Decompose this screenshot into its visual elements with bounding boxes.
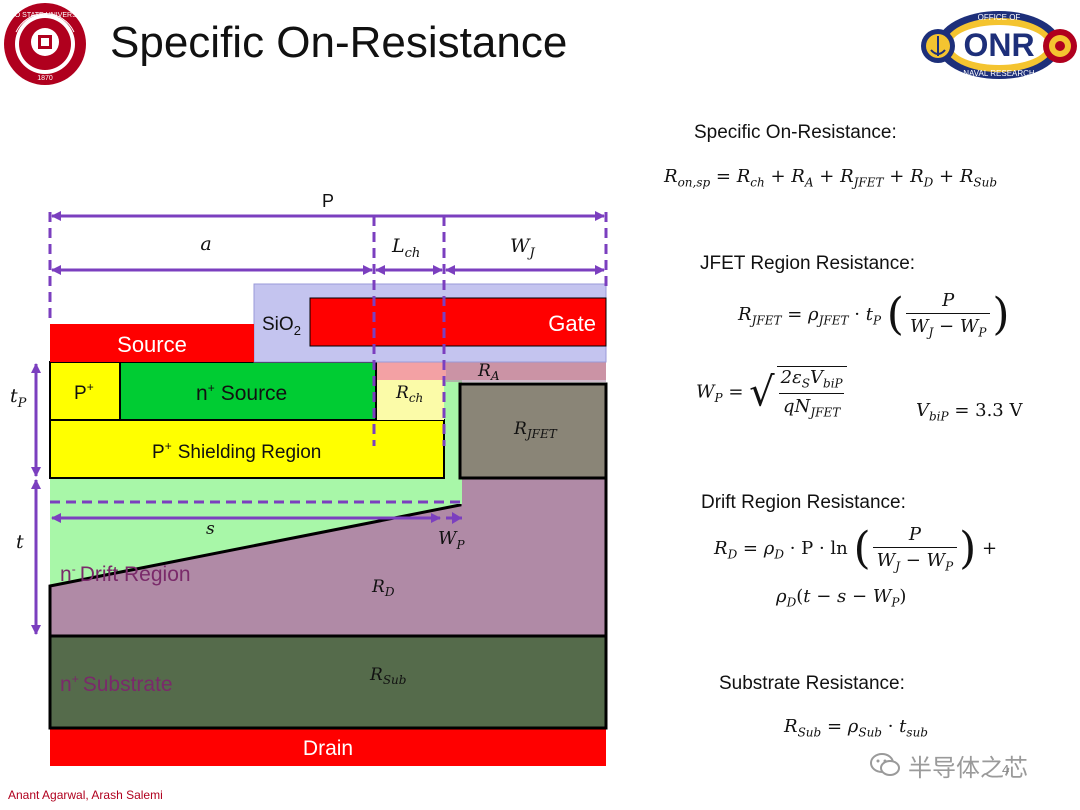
n-plus-prefix: n <box>196 382 208 405</box>
ohio-state-seal-icon: OHIO STATE UNIVERSITY 1870 <box>2 3 88 85</box>
svg-text:P+Shielding Region: P+ Shielding Region <box>152 439 321 463</box>
n-plus-source-region <box>119 361 377 421</box>
ra-label: R <box>477 361 491 381</box>
rd-label: R <box>371 577 385 597</box>
drain-layer <box>50 728 606 766</box>
page-number: 4 <box>1002 762 1010 777</box>
vbip-value: = 3.3 V <box>954 400 1023 421</box>
section-specific-on-resistance: Specific On-Resistance: <box>694 122 897 143</box>
svg-text:RD: RD <box>371 577 395 599</box>
shielding-region <box>49 419 445 479</box>
p-plus-sup: + <box>87 380 94 394</box>
mosfet-cross-section: P a Lch WJ tP t s WP Source SiO2 Gate P+… <box>10 191 608 766</box>
svg-text:Rch: Rch <box>395 383 423 405</box>
shielding-label: Shielding Region <box>178 442 322 463</box>
footer-authors: Anant Agarwal, Arash Salemi <box>8 788 163 802</box>
svg-text:RSub: RSub <box>369 665 406 687</box>
svg-text:n-Drift Region: n-Drift Region <box>60 562 191 586</box>
substrate-label: Substrate <box>83 673 173 696</box>
drift-prefix: n <box>60 563 72 586</box>
seal-year: 1870 <box>37 75 53 82</box>
drift-label: Drift Region <box>80 563 191 586</box>
dim-wp-label: W <box>438 528 458 549</box>
dim-s-label: s <box>206 519 215 539</box>
sio2-sub: 2 <box>294 323 301 338</box>
wechat-icon <box>870 753 900 776</box>
rd-sub: D <box>384 585 395 599</box>
onr-top-text: OFFICE OF <box>978 13 1021 22</box>
p-plus-region <box>49 361 121 421</box>
n-plus-source-label: Source <box>221 382 288 405</box>
rsub-label: R <box>369 665 383 685</box>
seal-text: OHIO STATE UNIVERSITY <box>2 12 88 19</box>
dim-wp-sub: P <box>456 538 466 552</box>
svg-text:Lch: Lch <box>391 235 420 261</box>
ra-strip-right <box>446 362 606 382</box>
svg-text:WP: WP <box>438 528 466 552</box>
eq-vbip: VbiP = 3.3 V <box>916 400 1023 424</box>
p-plus-label: P <box>74 383 87 404</box>
drain-label: Drain <box>303 737 353 760</box>
rch-label: R <box>395 383 409 403</box>
section-substrate-resistance: Substrate Resistance: <box>719 673 905 694</box>
onr-logo-icon: ONR OFFICE OF NAVAL RESEARCH <box>921 11 1077 79</box>
onr-bottom-text: NAVAL RESEARCH <box>963 69 1035 78</box>
rjfet-sub: JFET <box>524 427 558 441</box>
dim-a-label: a <box>200 233 211 255</box>
rsub-sub: Sub <box>383 673 407 687</box>
substrate-layer <box>48 634 608 730</box>
source-label: Source <box>117 332 187 357</box>
watermark: 半导体之芯 <box>870 748 1060 782</box>
svg-text:tP: tP <box>10 385 27 411</box>
drift-sup: - <box>72 562 76 576</box>
dim-t-label: t <box>16 531 24 553</box>
gate-label: Gate <box>548 311 596 336</box>
rch-sub: ch <box>409 391 423 405</box>
eq-ron-sp: Ron,sp = Rch + RA + RJFET + RD + RSub <box>664 166 998 190</box>
jfet-region <box>458 382 608 480</box>
watermark-text: 半导体之芯 <box>908 753 1028 782</box>
n-plus-sup: + <box>208 381 215 395</box>
onr-letters: ONR <box>963 27 1034 63</box>
sio2-label: SiO <box>262 314 294 335</box>
substrate-prefix: n <box>60 673 72 696</box>
substrate-sup: + <box>72 672 79 686</box>
svg-text:P+: P+ <box>74 380 94 404</box>
source-contact <box>50 324 254 362</box>
under-shield-strip <box>50 478 462 504</box>
svg-text:RJFET: RJFET <box>513 419 558 441</box>
section-jfet-resistance: JFET Region Resistance: <box>700 253 916 274</box>
rch-region <box>376 380 444 420</box>
svg-text:RA: RA <box>477 361 500 383</box>
ra-sub: A <box>490 369 500 383</box>
jfet-gap-region <box>444 380 462 478</box>
dim-lch-label: L <box>391 235 405 257</box>
rjfet-label: R <box>513 419 527 439</box>
eq-rd-line2: ρD(t − s − WP) <box>776 586 907 610</box>
svg-text:n+Source: n+ Source <box>196 381 287 405</box>
gate-electrode <box>309 297 607 347</box>
section-drift-resistance: Drift Region Resistance: <box>701 492 906 513</box>
shield-prefix: P <box>152 442 165 463</box>
dim-tp-sub: P <box>17 396 27 411</box>
svg-text:n+Substrate: n+ Substrate <box>60 672 173 696</box>
dim-wj-sub: J <box>527 246 536 261</box>
page-title: Specific On-Resistance <box>110 18 568 67</box>
eq-rsub: RSub = ρSub · tsub <box>784 716 928 740</box>
dim-p-label: P <box>322 191 334 211</box>
svg-text:WJ: WJ <box>510 235 536 261</box>
dim-wj-label: W <box>510 235 531 257</box>
dim-lch-sub: ch <box>405 246 421 261</box>
shield-sup: + <box>165 439 172 453</box>
dim-tp-label: t <box>10 385 18 407</box>
svg-text:SiO2: SiO2 <box>262 314 301 338</box>
